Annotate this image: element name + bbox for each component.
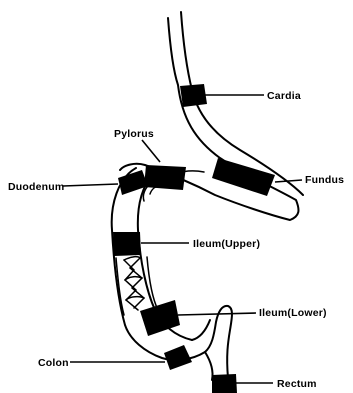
- rectum-label: Rectum: [277, 378, 317, 390]
- rectum-band: [212, 374, 237, 393]
- fundus-band: [212, 158, 275, 196]
- cardia-label: Cardia: [267, 90, 301, 102]
- duodenum-label: Duodenum: [8, 181, 64, 193]
- pylorus-leader: [142, 140, 160, 162]
- fundus-label: Fundus: [305, 174, 344, 186]
- ileum-lower-leader: [178, 313, 256, 315]
- ileum-mucosa-pattern: [116, 257, 158, 315]
- stomach-outline: [120, 12, 303, 220]
- pylorus-label: Pylorus: [114, 128, 154, 140]
- ileum-lower-band: [140, 300, 180, 336]
- ileum-lower-label: Ileum(Lower): [259, 307, 327, 319]
- colon-band: [164, 345, 192, 370]
- rectum-outline: [192, 306, 232, 380]
- duodenum-leader: [63, 184, 118, 186]
- fundus-leader: [275, 180, 302, 182]
- colon-label: Colon: [38, 357, 69, 369]
- cardia-band: [180, 84, 207, 107]
- ileum-upper-band: [113, 232, 141, 256]
- ileum-upper-label: Ileum(Upper): [193, 238, 260, 250]
